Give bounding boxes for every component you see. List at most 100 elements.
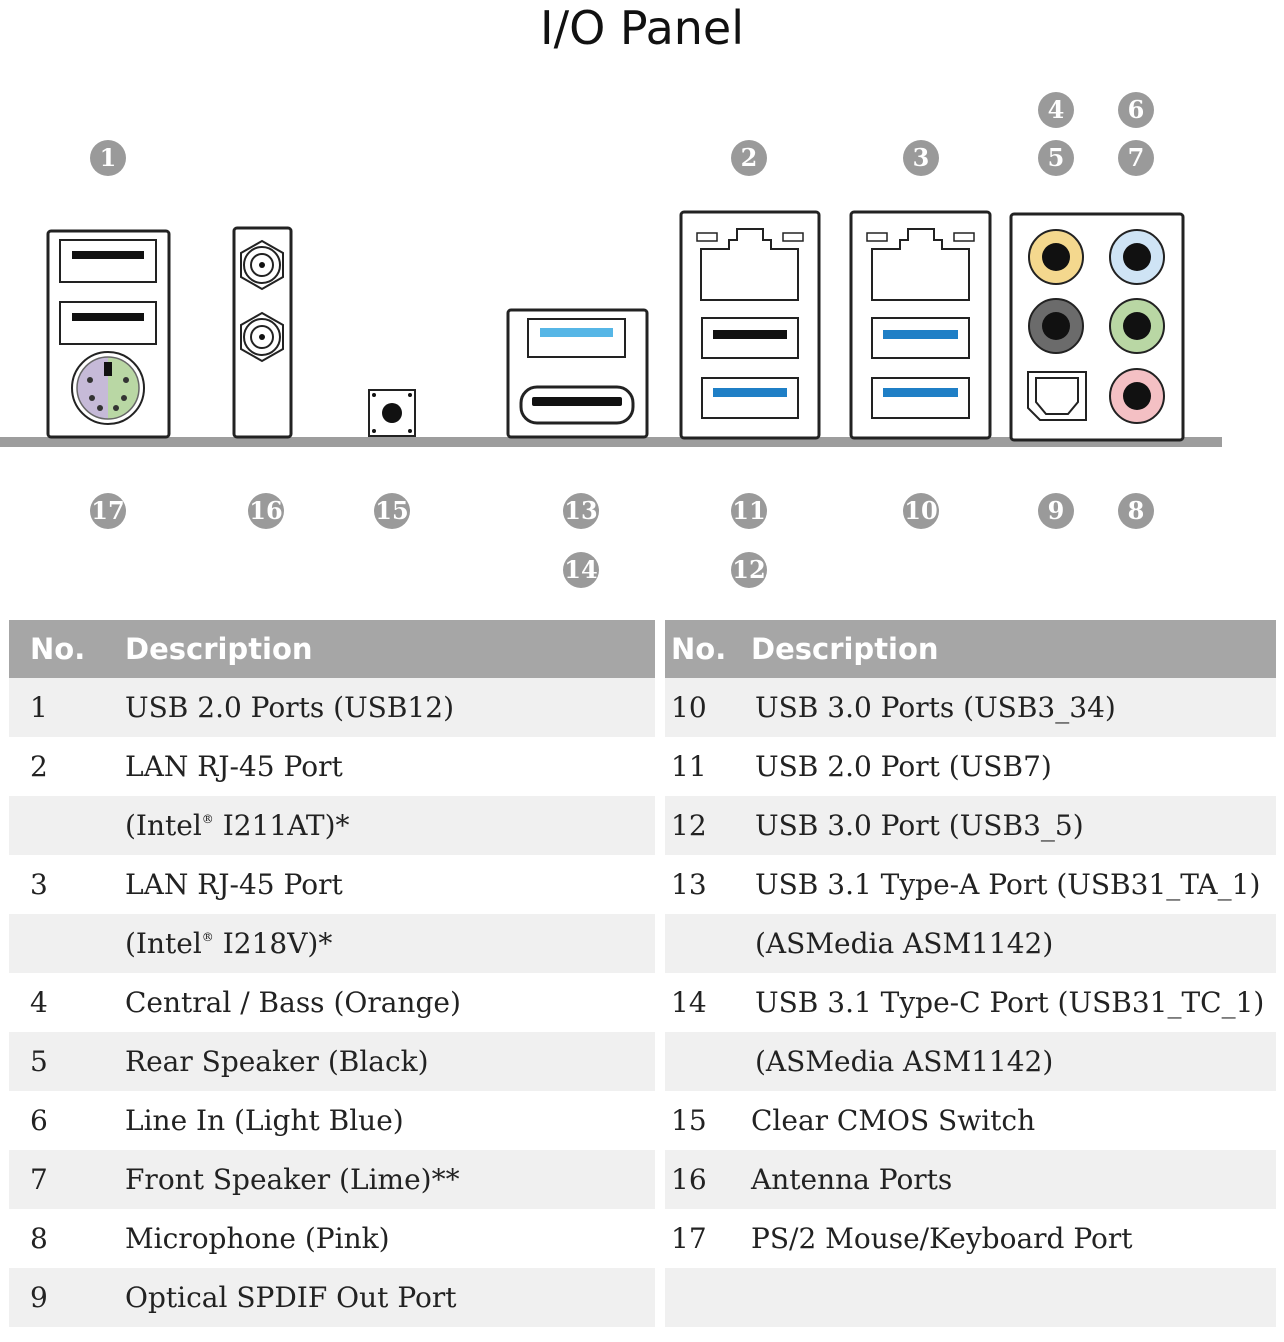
- callout-1: 1: [90, 140, 126, 176]
- lan-usb-module-2: [849, 210, 992, 440]
- row-desc: Central / Bass (Orange): [125, 973, 655, 1032]
- registered-mark: ®: [201, 812, 214, 826]
- row-no: 11: [665, 737, 751, 796]
- table-row: (Intel® I218V)*: [9, 914, 655, 973]
- row-desc: Optical SPDIF Out Port: [125, 1268, 655, 1327]
- row-desc: (Intel® I211AT)*: [125, 796, 655, 855]
- row-desc: Front Speaker (Lime)**: [125, 1150, 655, 1209]
- row-desc: Microphone (Pink): [125, 1209, 655, 1268]
- row-desc: USB 3.1 Type-C Port (USB31_TC_1): [751, 973, 1276, 1032]
- audio-jack-pink: [1109, 368, 1165, 424]
- row-no: 3: [9, 855, 125, 914]
- row-no: [9, 796, 125, 855]
- audio-jack-lime: [1109, 298, 1165, 354]
- audio-module: [1009, 212, 1185, 442]
- table-row: (Intel® I211AT)*: [9, 796, 655, 855]
- row-no: 9: [9, 1268, 125, 1327]
- row-desc-post: I218V)*: [213, 927, 333, 960]
- audio-jack-black: [1028, 298, 1084, 354]
- table-row: [665, 1268, 1276, 1327]
- usb2-ps2-module: [46, 229, 171, 439]
- callout-9: 9: [1038, 493, 1074, 529]
- panel-baseline: [0, 437, 1222, 447]
- row-no: [665, 1032, 751, 1091]
- row-no: 6: [9, 1091, 125, 1150]
- callout-14: 14: [563, 552, 599, 588]
- usb31-type-a-port: [527, 318, 626, 358]
- optical-spdif-port: [1027, 371, 1087, 421]
- row-no: 1: [9, 678, 125, 737]
- table-row: (ASMedia ASM1142): [665, 1032, 1276, 1091]
- row-desc: LAN RJ-45 Port: [125, 855, 655, 914]
- lan-port-1: [700, 228, 799, 301]
- callout-4: 4: [1038, 92, 1074, 128]
- header-description: Description: [751, 620, 1276, 678]
- row-desc: (ASMedia ASM1142): [751, 1032, 1276, 1091]
- callout-3: 3: [903, 140, 939, 176]
- header-no: No.: [665, 620, 751, 678]
- header-description: Description: [125, 620, 655, 678]
- registered-mark: ®: [201, 930, 214, 944]
- usb31-module: [506, 308, 649, 439]
- io-panel-diagram: [0, 210, 1222, 447]
- usb3-port-5: [701, 377, 799, 419]
- header-no: No.: [9, 620, 125, 678]
- row-no: [665, 1268, 751, 1327]
- row-no: 13: [665, 855, 751, 914]
- row-desc: PS/2 Mouse/Keyboard Port: [751, 1209, 1276, 1268]
- callout-15: 15: [374, 493, 410, 529]
- row-desc: Clear CMOS Switch: [751, 1091, 1276, 1150]
- row-no: [9, 914, 125, 973]
- row-no: 4: [9, 973, 125, 1032]
- audio-jack-orange: [1028, 229, 1084, 285]
- row-desc-pre: (Intel: [125, 809, 202, 842]
- row-desc: (Intel® I218V)*: [125, 914, 655, 973]
- row-desc: USB 3.1 Type-A Port (USB31_TA_1): [751, 855, 1276, 914]
- lan-usb-module-1: [679, 210, 821, 440]
- row-desc: USB 2.0 Port (USB7): [751, 737, 1276, 796]
- callout-16: 16: [248, 493, 284, 529]
- audio-jack-light-blue: [1109, 229, 1165, 285]
- lan-port-2: [871, 228, 970, 301]
- row-desc: USB 3.0 Ports (USB3_34): [751, 678, 1276, 737]
- usb3-port-4: [871, 377, 970, 419]
- row-desc: USB 3.0 Port (USB3_5): [751, 796, 1276, 855]
- row-no: 14: [665, 973, 751, 1032]
- usb2-port-2: [59, 301, 157, 345]
- row-desc: Antenna Ports: [751, 1150, 1276, 1209]
- callout-2: 2: [731, 140, 767, 176]
- row-no: 16: [665, 1150, 751, 1209]
- row-no: [665, 914, 751, 973]
- page-title: I/O Panel: [540, 1, 744, 55]
- callout-5: 5: [1038, 140, 1074, 176]
- row-no: 12: [665, 796, 751, 855]
- table-row: (ASMedia ASM1142): [665, 914, 1276, 973]
- row-no: 17: [665, 1209, 751, 1268]
- callout-8: 8: [1118, 493, 1154, 529]
- antenna-port-1: [240, 239, 284, 291]
- row-desc: Line In (Light Blue): [125, 1091, 655, 1150]
- callout-7: 7: [1118, 140, 1154, 176]
- row-no: 5: [9, 1032, 125, 1091]
- row-desc: Rear Speaker (Black): [125, 1032, 655, 1091]
- row-no: 15: [665, 1091, 751, 1150]
- antenna-ports: [232, 226, 293, 439]
- row-desc: LAN RJ-45 Port: [125, 737, 655, 796]
